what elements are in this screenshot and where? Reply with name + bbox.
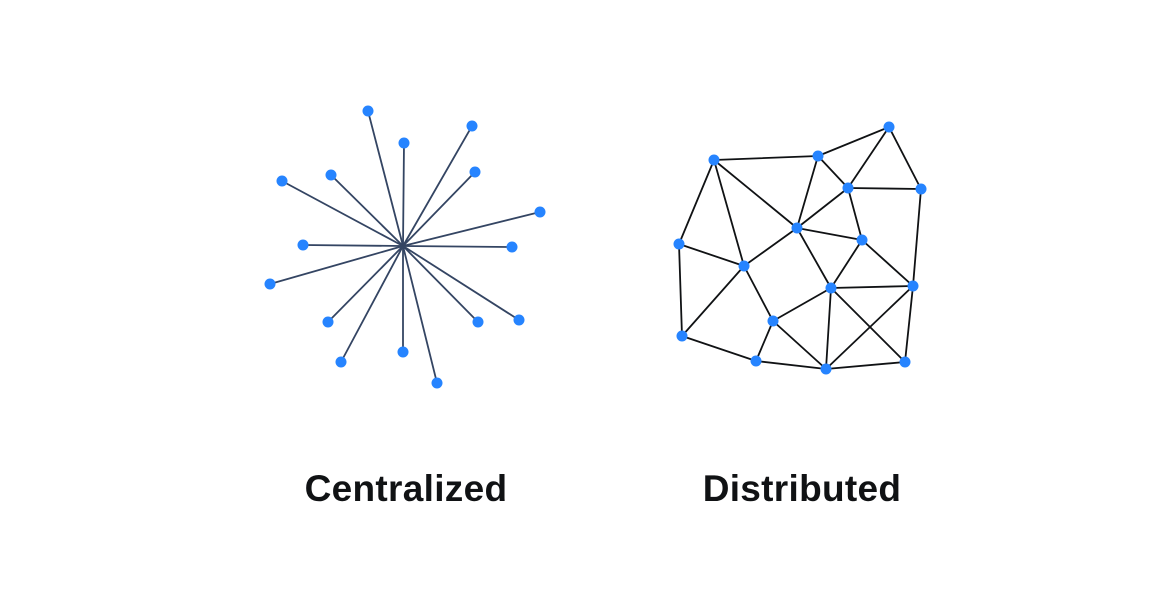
centralized-label: Centralized	[304, 468, 508, 509]
distributed-node	[820, 363, 832, 375]
centralized-node	[397, 346, 409, 358]
distributed-label: Distributed	[702, 468, 902, 509]
spoke-line	[302, 244, 404, 247]
spoke-line	[402, 245, 479, 323]
distributed-node	[907, 280, 919, 292]
centralized-node	[335, 356, 347, 368]
mesh-edge	[796, 227, 832, 289]
distributed-node	[915, 183, 927, 195]
mesh-edge	[713, 159, 798, 229]
mesh-edge	[847, 187, 863, 241]
mesh-edge	[772, 287, 832, 322]
centralized-node	[362, 105, 374, 117]
distributed-node	[812, 150, 824, 162]
distributed-node	[899, 356, 911, 368]
centralized-node	[472, 316, 484, 328]
mesh-edge	[678, 243, 683, 337]
mesh-edge	[681, 265, 745, 337]
distributed-node	[791, 222, 803, 234]
distributed-node	[883, 121, 895, 133]
spoke-line	[402, 245, 438, 384]
spoke-line	[402, 125, 473, 247]
distributed-node	[676, 330, 688, 342]
centralized-node	[297, 239, 309, 251]
mesh-edge	[830, 285, 914, 289]
mesh-edge	[825, 361, 906, 370]
mesh-edge	[772, 320, 827, 370]
spoke-line	[340, 245, 404, 363]
mesh-edge	[904, 285, 914, 363]
spoke-line	[269, 245, 404, 285]
mesh-edge	[743, 227, 798, 267]
mesh-edge	[825, 285, 914, 370]
spoke-line	[402, 245, 520, 321]
distributed-node	[708, 154, 720, 166]
spoke-line	[402, 142, 405, 247]
centralized-node	[276, 175, 288, 187]
mesh-edge	[755, 360, 827, 370]
centralized-node	[513, 314, 525, 326]
mesh-edge	[681, 335, 757, 362]
mesh-edge	[817, 126, 890, 157]
centralized-node	[469, 166, 481, 178]
distributed-node	[856, 234, 868, 246]
mesh-edge	[847, 187, 922, 190]
mesh-edge	[830, 239, 863, 289]
mesh-edge	[912, 188, 922, 287]
spoke-line	[402, 211, 541, 247]
mesh-edge	[847, 126, 890, 189]
spoke-line	[330, 174, 404, 247]
centralized-node	[466, 120, 478, 132]
centralized-node	[506, 241, 518, 253]
mesh-edge	[713, 155, 819, 161]
spoke-line	[367, 110, 404, 247]
centralized-node	[431, 377, 443, 389]
centralized-node	[322, 316, 334, 328]
distributed-node	[767, 315, 779, 327]
mesh-edge	[861, 239, 914, 287]
mesh-edge	[713, 159, 745, 267]
mesh-edge	[888, 126, 922, 190]
mesh-edge	[830, 287, 906, 363]
distributed-node	[825, 282, 837, 294]
mesh-edge	[825, 287, 832, 370]
distributed-node	[842, 182, 854, 194]
centralized-node	[264, 278, 276, 290]
mesh-edge	[796, 155, 819, 229]
distributed-node	[673, 238, 685, 250]
centralized-node	[534, 206, 546, 218]
mesh-edge	[755, 320, 774, 362]
mesh-edge	[678, 243, 745, 267]
centralized-node	[325, 169, 337, 181]
mesh-edge	[817, 155, 849, 189]
mesh-edge	[796, 227, 863, 241]
spoke-line	[402, 245, 513, 248]
mesh-edge	[743, 265, 774, 322]
distributed-node	[750, 355, 762, 367]
distributed-node	[738, 260, 750, 272]
mesh-edge	[678, 159, 715, 245]
centralized-node	[398, 137, 410, 149]
spoke-line	[327, 245, 404, 323]
spoke-line	[402, 171, 476, 247]
mesh-edge	[796, 187, 849, 229]
spoke-line	[281, 180, 404, 247]
